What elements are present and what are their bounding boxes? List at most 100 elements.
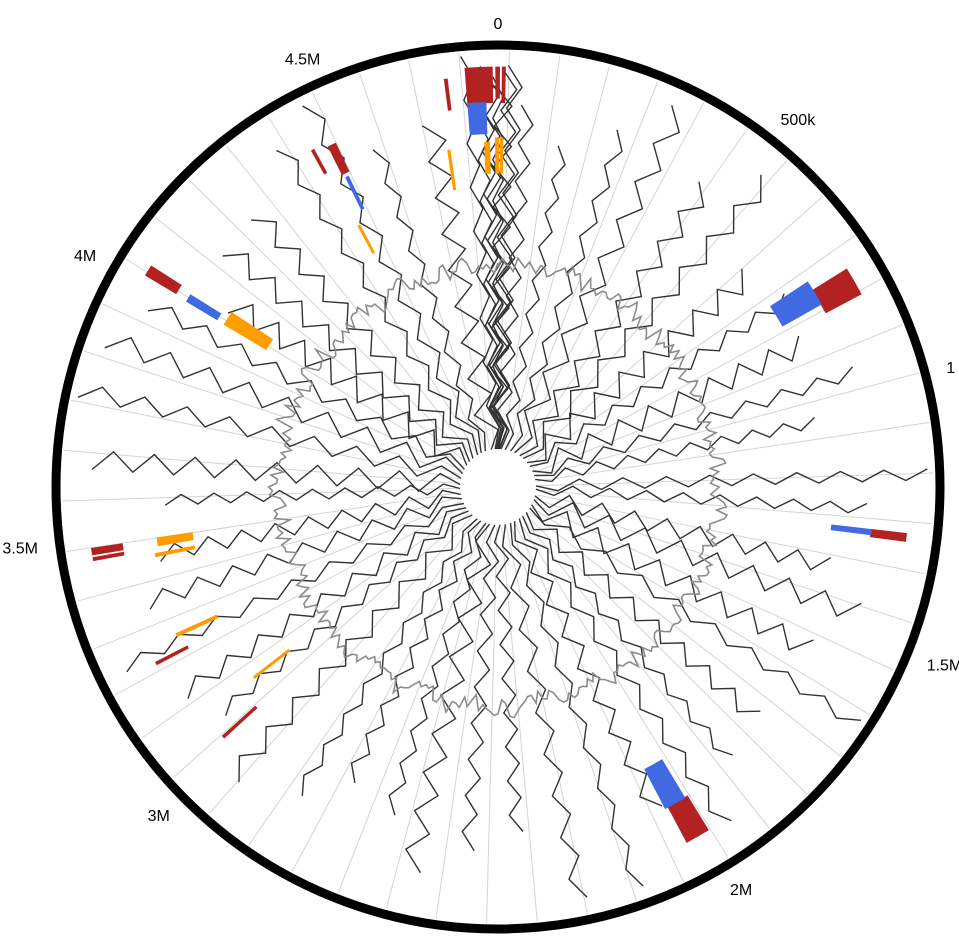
feature-blue [185,294,222,321]
gridline [226,145,474,457]
link-line [104,336,463,474]
link-line [521,515,733,756]
feature-red [443,78,452,111]
link-line [388,522,487,816]
link-line [493,524,524,832]
feature-orange [156,532,194,547]
gridline [531,507,871,716]
gridline [66,492,459,552]
gridline [518,520,729,858]
link-line [302,105,482,453]
tick-label: 3.5M [2,541,38,558]
feature-red [327,142,350,176]
tick-label: 3M [148,808,170,825]
link-line [534,366,853,477]
feature-red [310,148,328,175]
gridline [514,522,684,882]
gridline [505,526,588,914]
feature-red [869,528,907,542]
gridline [458,52,495,448]
gridline [83,350,461,476]
gridline [70,399,459,480]
gridline [172,513,469,779]
feature-red [495,66,500,99]
tick-label: 0 [494,16,503,33]
link-line [496,104,534,450]
center-hole [464,453,532,521]
link-line [91,450,461,493]
feature-blue [345,175,365,211]
feature-blue [830,524,872,536]
link-line [227,303,468,466]
feature-orange [484,141,491,174]
gridline [267,116,478,454]
gridline [337,524,484,893]
feature-orange [252,648,291,680]
feature-red [812,268,862,314]
link-line [510,129,623,452]
link-line [532,335,800,474]
feature-orange [499,137,504,174]
gridline [522,517,770,829]
gridline [537,422,930,482]
gridline [507,65,611,449]
gridline [188,179,470,460]
link-line [518,518,732,822]
link-line [276,149,479,456]
link-line [461,524,500,852]
gridline [102,303,462,471]
link-line [160,489,461,562]
gc-trace [267,256,729,719]
link-line [509,522,644,887]
gridline [537,472,934,487]
link-line [514,105,681,454]
gridline [526,514,808,795]
zigzag-link-lines [77,56,928,898]
link-line [534,494,832,571]
gridline [248,519,476,846]
link-line [527,268,744,464]
gridline [512,81,659,450]
link-line [535,468,928,492]
link-line [222,253,471,463]
gridline [534,324,903,473]
link-line [531,504,814,651]
gridline [520,128,748,455]
gridline [501,526,538,922]
gridline [516,102,705,452]
link-line [251,219,474,459]
gridline [208,516,472,814]
gridline [435,526,493,919]
link-line [474,77,502,450]
gridline [537,489,933,525]
link-line [529,507,862,721]
link-line [519,181,705,457]
link-line [533,499,862,617]
feature-orange [447,149,457,191]
link-line [238,514,473,783]
gridline [408,60,491,448]
gridline [93,501,462,650]
tick-label: 2M [730,882,752,899]
tick-label: 1 [946,360,955,377]
link-line [301,518,478,796]
tick-label: 4M [74,248,96,265]
gridline [114,505,464,696]
gridline [125,258,465,467]
gc-content-ring [267,256,729,719]
feature-blue [467,102,488,136]
tick-label: 1.5M [927,658,959,675]
feature-red [155,645,189,666]
link-line [493,65,523,450]
gridline [524,160,788,458]
link-line [164,483,461,506]
gridline [62,487,459,502]
feature-blue [770,281,822,327]
feature-orange [154,545,196,558]
tick-label: 500k [781,112,817,129]
link-line [77,386,462,479]
feature-orange [223,312,274,351]
gridline [530,235,855,465]
gridline [536,372,919,478]
